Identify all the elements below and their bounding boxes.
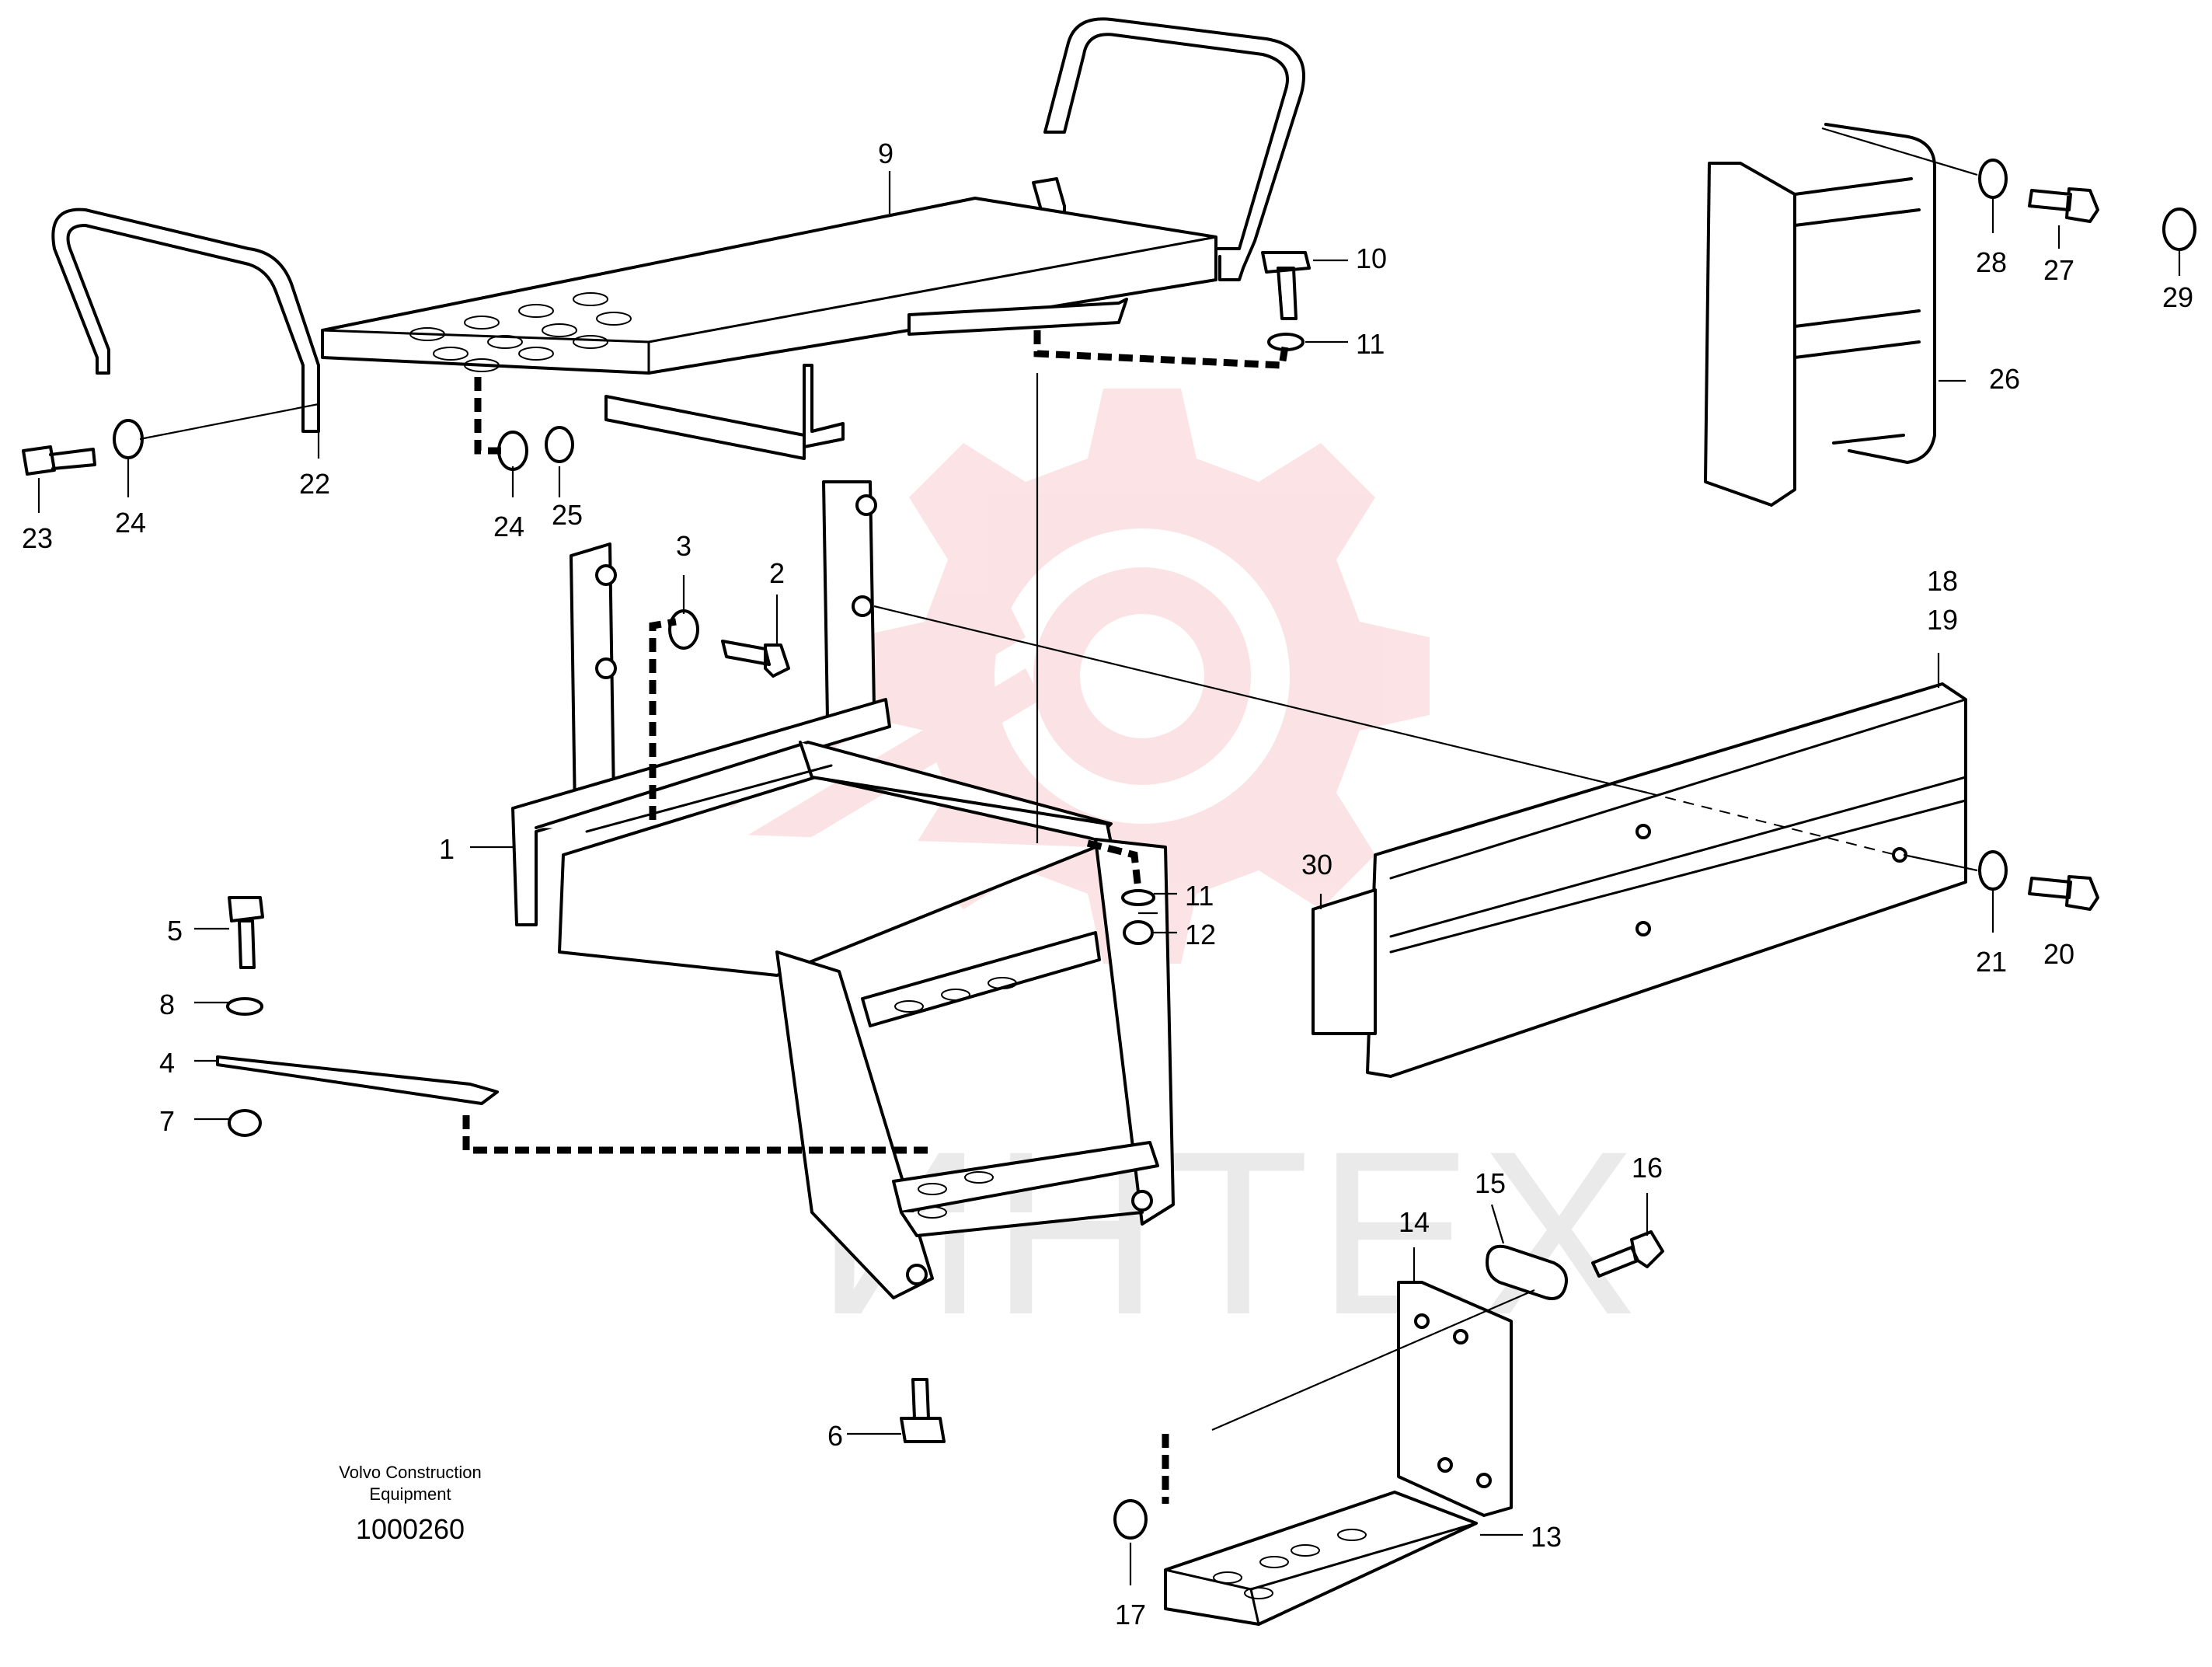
callout-26: 26 [1989,363,2020,395]
washer-24-left [113,419,144,459]
mounting-rail-18-19 [1312,682,1967,1078]
nut-25 [545,426,574,463]
bolt-5 [228,896,264,969]
washer-21 [1978,850,2008,891]
callout-3: 3 [676,530,691,562]
footer-company-line1: Volvo Construction [339,1463,481,1482]
callout-2: 2 [769,557,785,589]
callout-4: 4 [159,1047,175,1079]
callout-28: 28 [1976,246,2007,278]
handrail-left [51,208,320,433]
washer-3 [668,609,699,650]
callout-18: 18 [1927,565,1958,597]
leader-lines [37,171,2181,1585]
deck-perforations [409,292,632,372]
spacer-plate-30 [1312,888,1377,1035]
callout-11b: 11 [1185,880,1214,912]
drawing-number: 1000260 [356,1513,465,1545]
platform-assembly-9 [51,17,1305,460]
callout-11a: 11 [1356,328,1385,360]
step-frame-1 [511,480,1175,1299]
platform-bracket [604,395,806,460]
callout-25: 25 [552,499,583,531]
platform-deck-9 [321,197,1217,375]
nut-29 [2162,208,2196,251]
callout-7: 7 [159,1105,175,1137]
callout-27: 27 [2043,254,2074,286]
callout-10: 10 [1356,242,1387,274]
callout-15: 15 [1475,1167,1506,1199]
bolt-2 [721,640,790,678]
callout-6: 6 [827,1420,843,1452]
callout-1: 1 [439,833,455,865]
callout-29: 29 [2162,281,2193,313]
step-ladder [775,950,934,1299]
bolt-27 [2028,187,2099,223]
nut-17 [1113,1499,1148,1540]
callout-30: 30 [1301,849,1332,881]
callout-23: 23 [22,522,53,554]
nut-12 [1123,920,1154,945]
handrail-right [1032,17,1305,281]
assembly-dash-lines [139,127,1978,1504]
bolt-20 [2028,875,2099,911]
bolt-6 [900,1378,946,1443]
side-plate-14 [1397,1281,1513,1517]
fasteners [22,159,2196,1540]
callout-16: 16 [1632,1152,1663,1184]
callout-13: 13 [1531,1521,1562,1553]
callout-21: 21 [1976,946,2007,978]
watermark-logo [715,389,1430,964]
step-tread-13 [1164,1491,1478,1626]
callout-17: 17 [1115,1599,1146,1630]
callout-9: 9 [878,138,894,169]
washer-28 [1978,159,2008,199]
watermark-gear [855,389,1430,964]
bolt-10 [1261,251,1311,320]
link-plate-15 [1486,1244,1568,1300]
callout-5: 5 [167,915,183,947]
washer-24-center [497,431,528,471]
callout-20: 20 [2043,938,2074,970]
washer-8 [226,997,263,1016]
drawing-footer: Volvo Construction Equipment 1000260 [339,1463,481,1545]
strap-4 [216,1055,499,1105]
callout-19: 19 [1927,604,1958,636]
ladder-26 [1704,123,1936,507]
callout-14: 14 [1399,1206,1430,1238]
washer-11-lower [1121,889,1155,906]
footer-company-line2: Equipment [369,1484,451,1504]
callout-22: 22 [299,468,330,500]
bolt-23 [22,445,96,476]
callout-24a: 24 [115,507,146,539]
callout-labels: 9 22 23 24 24 25 3 2 1 5 8 4 7 6 10 11 1… [22,138,2193,1630]
callout-24b: 24 [493,511,524,542]
callout-12: 12 [1185,919,1216,950]
bolt-16 [1591,1230,1664,1278]
nut-7 [228,1109,262,1137]
callout-8: 8 [159,989,175,1020]
